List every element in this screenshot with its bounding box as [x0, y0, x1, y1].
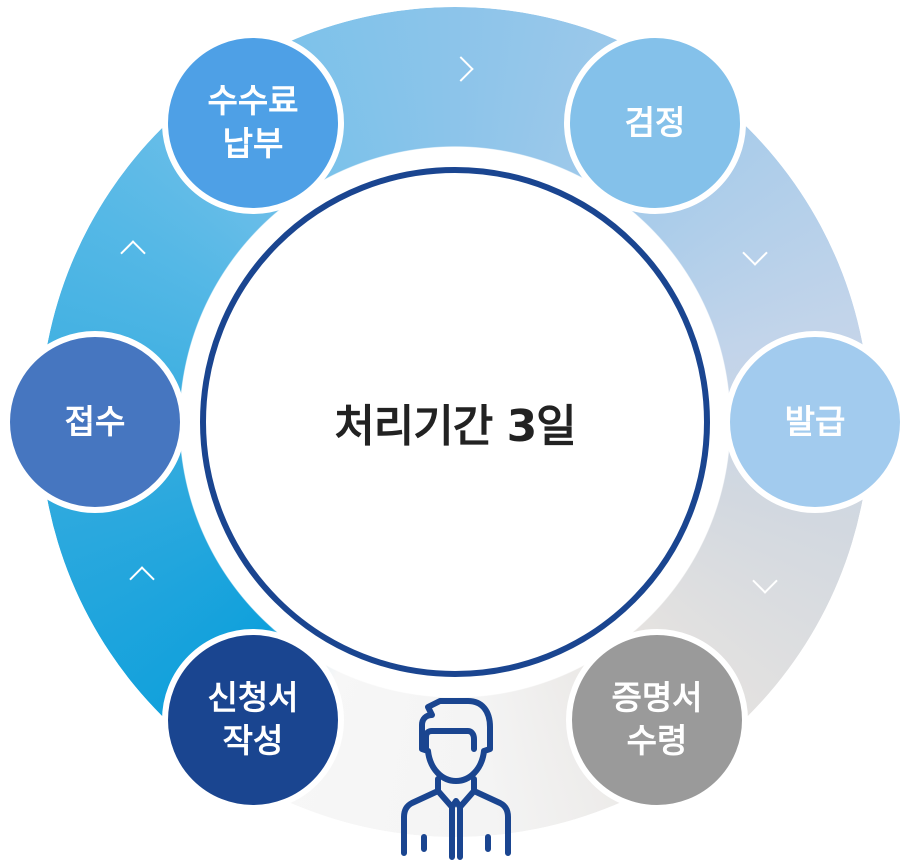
step-label: 신청서 작성: [207, 678, 299, 760]
person-icon: [401, 698, 511, 860]
step-application: 신청서 작성: [162, 629, 344, 811]
step-label: 증명서 수령: [611, 678, 703, 760]
step-label: 발급: [784, 401, 846, 441]
step-label: 검정: [624, 102, 686, 142]
step-certificate-receipt: 증명서 수령: [566, 629, 748, 811]
step-label: 접수: [64, 401, 126, 441]
step-fee-payment: 수수료 납부: [162, 32, 344, 214]
processing-period-label: 처리기간 3일: [334, 401, 576, 452]
processing-period-circle: 처리기간 3일: [200, 167, 710, 677]
step-inspection: 검정: [564, 32, 746, 214]
step-receipt: 접수: [4, 331, 186, 513]
step-label: 수수료 납부: [207, 81, 299, 163]
step-issuance: 발급: [724, 331, 906, 513]
